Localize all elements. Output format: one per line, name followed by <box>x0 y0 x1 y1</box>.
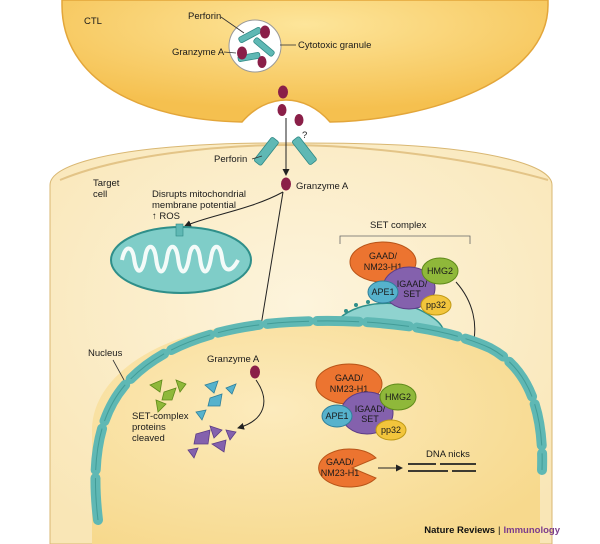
hmg2-label-nuc: HMG2 <box>385 392 411 402</box>
ape1-label-er: APE1 <box>371 287 394 297</box>
gaad-label-er-2: NM23-H1 <box>364 262 403 272</box>
dna-nicks-label: DNA nicks <box>426 449 470 460</box>
perforin-pore-label: Perforin <box>214 154 247 165</box>
pp32-er <box>420 294 452 316</box>
mito-effect-line-1: Disrupts mitochondrial <box>152 189 246 200</box>
credit-separator: | <box>498 525 501 536</box>
igaad-label-nuc-1: IGAAD/ <box>355 404 386 414</box>
granzyme-entry-label: Granzyme A <box>296 181 349 192</box>
granzyme-granule-label: Granzyme A <box>172 47 225 58</box>
perforin-pore-left <box>254 137 279 166</box>
granzyme-a-released <box>294 114 304 126</box>
ape1-nucleus <box>321 404 353 428</box>
ape1-label-nuc: APE1 <box>325 411 348 421</box>
mito-effect-line-2: membrane potential <box>152 200 236 211</box>
cytotoxic-granule-label: Cytotoxic granule <box>298 40 371 51</box>
hmg2-label-er: HMG2 <box>427 266 453 276</box>
mitochondrion-cristae <box>120 244 240 274</box>
ctl-label: CTL <box>84 16 102 27</box>
gaad-label-er-1: GAAD/ <box>369 251 398 261</box>
publisher-credit: Nature Reviews|Immunology <box>424 525 560 536</box>
granzyme-a-molecule <box>237 46 247 60</box>
gaad-active-label-1: GAAD/ <box>326 457 355 467</box>
granzyme-nucleus-label: Granzyme A <box>207 354 260 365</box>
gaad-active-label-2: NM23-H1 <box>321 468 360 478</box>
pp32-label-nuc: pp32 <box>381 425 401 435</box>
perforin-monomer <box>237 52 261 62</box>
igaad-label-er-1: IGAAD/ <box>397 279 428 289</box>
perforin-monomer <box>253 37 275 57</box>
journal-name: Immunology <box>503 525 560 536</box>
set-complex-label: SET complex <box>370 220 427 231</box>
granzyme-a-molecule <box>260 25 270 39</box>
hmg2-er <box>421 257 459 285</box>
mitochondrion <box>110 226 252 294</box>
granzyme-a-cytosol <box>281 177 291 191</box>
pp32-nucleus <box>375 419 407 441</box>
gaad-label-nuc-2: NM23-H1 <box>330 384 369 394</box>
mito-target-marker <box>175 223 184 237</box>
ape1-er <box>367 280 399 304</box>
target-cell-label-1: Target <box>93 178 120 189</box>
granzyme-a-released <box>278 85 288 99</box>
publisher-name: Nature Reviews <box>424 525 496 536</box>
cleaved-fragments <box>149 379 237 459</box>
set-cleaved-line-2: proteins <box>132 422 166 433</box>
gaad-nm23-h1-active <box>318 448 377 488</box>
granzyme-a-released <box>277 104 287 116</box>
uptake-question-mark: ? <box>302 130 307 141</box>
mito-effect-line-3: ↑ ROS <box>152 211 180 222</box>
ctl-cell <box>61 0 549 123</box>
granzyme-a-molecule <box>257 56 267 68</box>
hmg2-nucleus <box>379 383 417 411</box>
set-cleaved-line-3: cleaved <box>132 433 165 444</box>
gaad-label-nuc-1: GAAD/ <box>335 373 364 383</box>
nucleus-label: Nucleus <box>88 348 123 359</box>
igaad-label-er-2: SET <box>403 289 421 299</box>
set-cleaved-line-1: SET-complex <box>132 411 189 422</box>
perforin-granule-label: Perforin <box>188 11 221 22</box>
nucleus <box>92 319 540 544</box>
pp32-label-er: pp32 <box>426 300 446 310</box>
perforin-pore-right <box>292 136 317 165</box>
igaad-label-nuc-2: SET <box>361 414 379 424</box>
dna-strands <box>408 463 476 472</box>
granzyme-a-nucleus <box>250 365 260 379</box>
target-cell-label-2: cell <box>93 189 107 200</box>
